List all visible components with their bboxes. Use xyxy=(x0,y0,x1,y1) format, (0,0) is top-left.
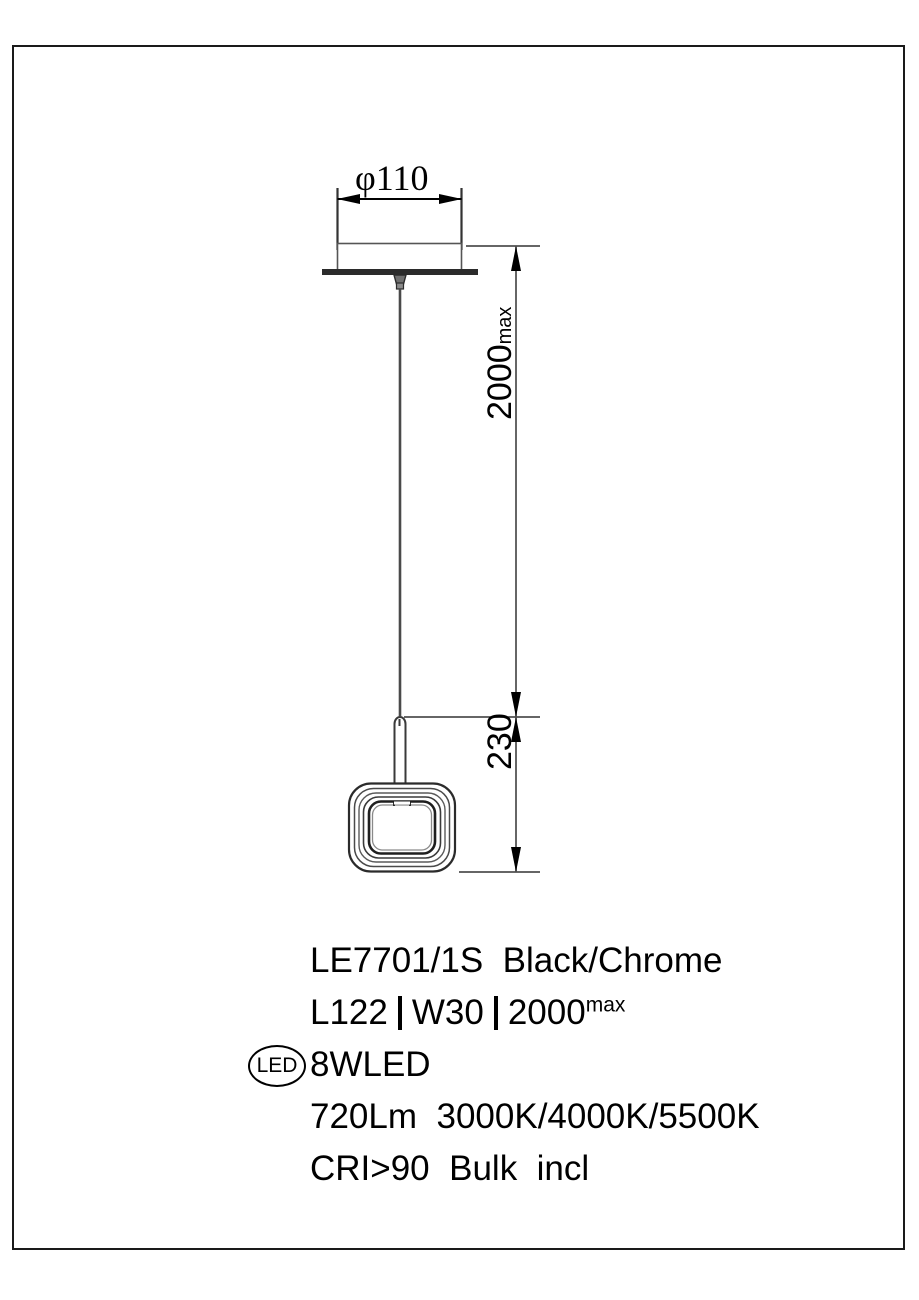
fixture-height-dimension-label: 230 xyxy=(481,713,519,770)
spec-width: W30 xyxy=(411,993,484,1032)
spec-cri: CRI>90 xyxy=(310,1149,430,1188)
spec-lumen: 720Lm xyxy=(310,1097,418,1136)
diameter-dimension-label: φ110 xyxy=(355,158,429,198)
spec-size-line: L122 W30 2000max xyxy=(310,987,890,1039)
spec-cri-gap xyxy=(430,1149,449,1188)
spec-length: L122 xyxy=(310,993,388,1032)
drop-dimension-suffix: max xyxy=(494,306,516,345)
spec-lumen-cct-line: 720Lm 3000K/4000K/5500K xyxy=(310,1091,890,1143)
spec-separator-2 xyxy=(493,996,498,1030)
spec-drop-max-suffix: max xyxy=(585,993,626,1017)
led-badge-icon: LED xyxy=(248,1045,306,1087)
spec-cct: 3000K/4000K/5500K xyxy=(436,1097,760,1136)
spec-model-line: LE7701/1S Black/Chrome xyxy=(310,935,890,987)
spec-lumen-gap xyxy=(417,1097,436,1136)
spec-bulb: Bulk incl xyxy=(449,1149,590,1188)
spec-cri-bulb-line: CRI>90 Bulk incl xyxy=(310,1143,890,1195)
spec-finish: Black/Chrome xyxy=(502,941,723,980)
spec-drop: 2000 xyxy=(507,993,586,1032)
drop-dimension-label: 2000max xyxy=(481,307,520,420)
spec-wattage: 8WLED xyxy=(310,1045,431,1084)
spec-separator-1 xyxy=(397,996,402,1030)
spec-model-code: LE7701/1S xyxy=(310,941,484,980)
specification-block: LE7701/1S Black/Chrome L122 W30 2000max LE… xyxy=(248,935,890,1195)
spec-model-gap xyxy=(483,941,502,980)
drop-dimension-value: 2000 xyxy=(481,344,519,420)
